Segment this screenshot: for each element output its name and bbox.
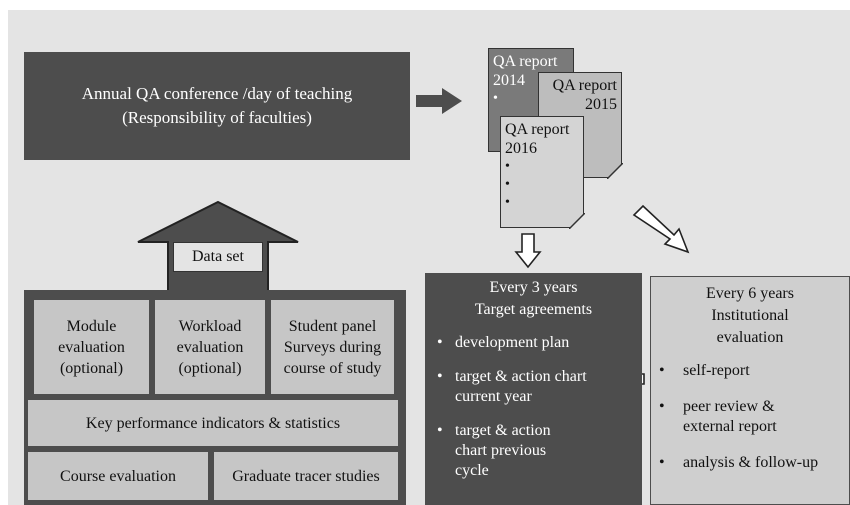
every-3-years-header: Every 3 years Target agreements [425,273,642,321]
cell-line: Student panel [288,317,377,335]
report-year: 2015 [585,96,617,113]
report-label: QA report [493,53,558,70]
page-fold-icon [569,213,585,229]
cell-line: Workload [178,317,242,335]
cell-line: course of study [283,359,382,377]
report-bullet: • [505,177,510,192]
report-label: QA report [505,121,570,138]
cell-line: (optional) [59,359,124,377]
every-6-years-header: Every 6 years Institutional evaluation [651,277,849,349]
every-6-years-list: self-report peer review & external repor… [651,361,849,473]
page-fold-icon [607,163,623,179]
list-item: development plan [425,333,642,353]
arrow-down-icon [514,233,542,269]
cell-line: evaluation [58,338,125,356]
every-6-years-box: Every 6 years Institutional evaluation s… [650,276,850,505]
header-line: Every 6 years [706,285,794,302]
annual-conference-box: Annual QA conference /day of teaching (R… [24,52,410,160]
every-3-years-box: Every 3 years Target agreements developm… [425,273,642,505]
report-year: 2014 [493,72,525,89]
student-panel-cell: Student panel Surveys during course of s… [271,300,394,394]
conference-line-2: (Responsibility of faculties) [122,108,312,127]
course-evaluation-label: Course evaluation [60,467,176,485]
list-item: target & action chart previous cycle [425,421,642,481]
module-evaluation-cell: Module evaluation (optional) [34,300,149,394]
header-line: evaluation [716,329,784,346]
header-line: Institutional [711,307,789,324]
every-3-years-list: development plan target & action chart c… [425,333,642,481]
list-item: target & action chart current year [425,367,642,407]
data-sources-panel: Module evaluation (optional) Workload ev… [24,290,406,505]
kpi-label: Key performance indicators & statistics [85,414,341,432]
cell-line: Module [66,317,117,335]
cell-line: Surveys during [283,338,382,356]
header-line: Every 3 years [489,279,578,296]
arrow-diagonal-icon [632,204,690,254]
report-bullet: • [505,195,510,210]
list-item: self-report [651,361,849,381]
workload-evaluation-cell: Workload evaluation (optional) [155,300,265,394]
arrow-right-icon [416,88,462,114]
data-set-label: Data set [173,242,263,272]
list-item: peer review & external report [651,397,849,437]
cell-line: (optional) [178,359,242,377]
qa-report-2016: QA report 2016 • • • [500,116,585,229]
kpi-cell: Key performance indicators & statistics [28,400,398,446]
graduate-tracer-cell: Graduate tracer studies [214,452,398,500]
header-line: Target agreements [474,301,593,318]
report-bullet: • [505,159,510,174]
report-bullet: • [493,91,498,106]
report-year: 2016 [505,140,537,157]
course-evaluation-cell: Course evaluation [28,452,208,500]
cell-line: evaluation [176,338,244,356]
conference-line-1: Annual QA conference /day of teaching [81,84,353,103]
graduate-tracer-label: Graduate tracer studies [232,467,380,485]
report-label: QA report [552,77,617,94]
list-item: analysis & follow-up [651,453,849,473]
diagram-canvas: Annual QA conference /day of teaching (R… [8,10,850,505]
